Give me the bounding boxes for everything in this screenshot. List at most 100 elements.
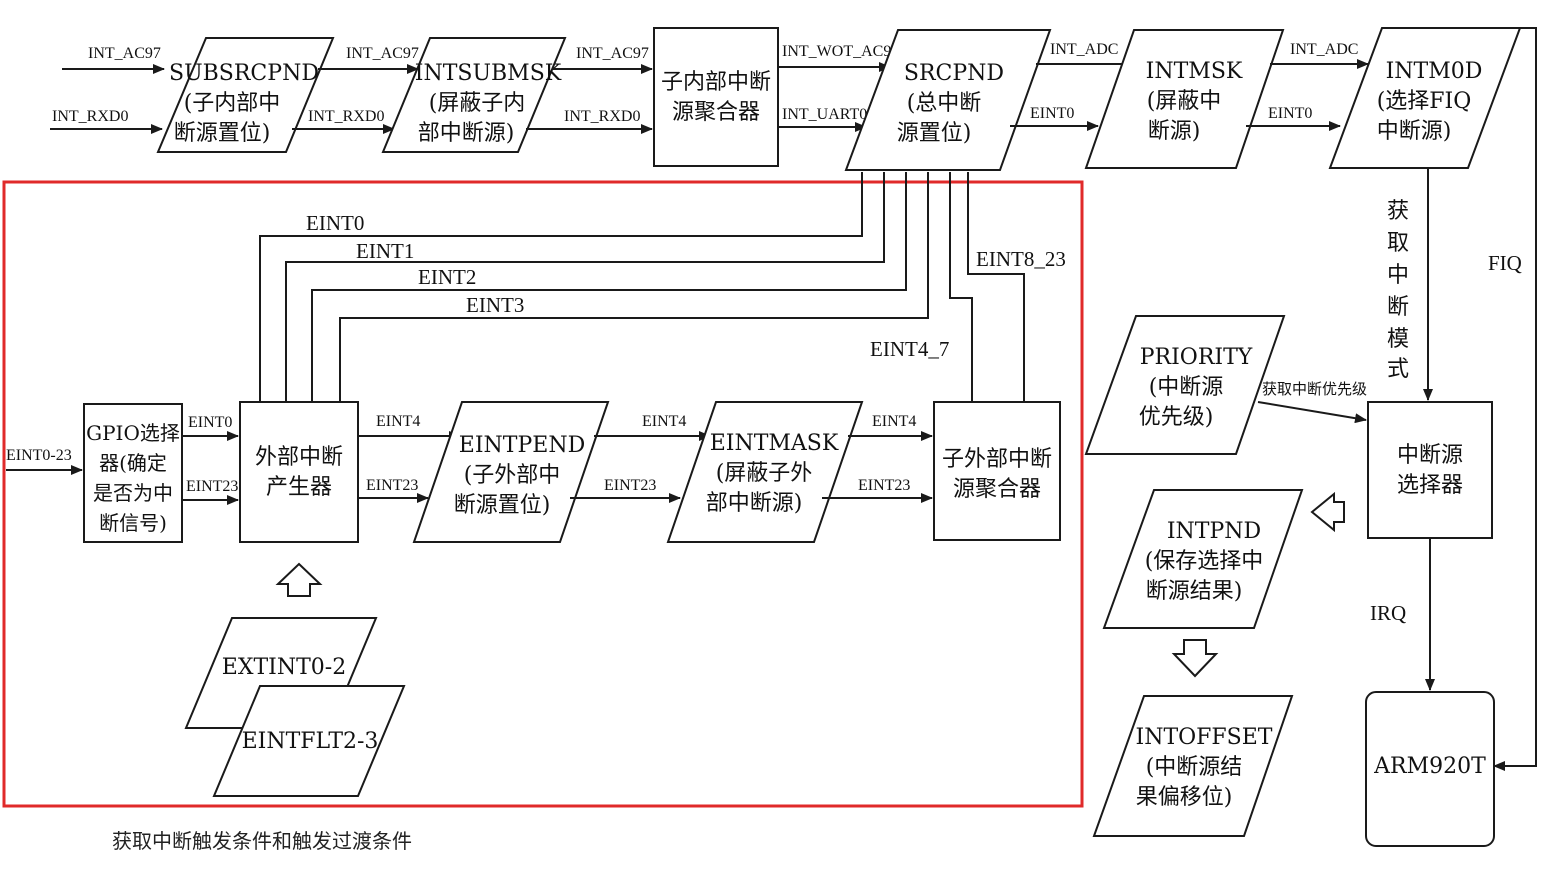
msk-adc-label: INT_ADC [1290,41,1358,58]
sub-rxd0-label: INT_RXD0 [308,108,384,125]
eintflt-box [212,685,406,797]
intsubmsk-desc-2: 部中断源) [418,121,515,146]
intmod-desc-1: (选择FIQ [1377,89,1472,114]
eintmask-desc-1: (屏蔽子外 [716,461,813,486]
intsubmsk-desc-1: (屏蔽子内 [429,91,526,116]
intpnd-desc-2: 断源结果) [1146,579,1243,604]
eint2-feed-label: EINT2 [418,265,476,289]
gpio-selector-box [83,403,183,543]
get-mode-char-1: 获 [1387,199,1409,224]
eintmask-desc-2: 部中断源) [706,491,803,516]
irq-label: IRQ [1370,601,1406,625]
highlight-region [2,180,1084,808]
ext-generator-line-1: 外部中断 [255,445,343,470]
subsrcpnd-desc-2: 断源置位) [174,121,271,146]
gpio-eint0-label: EINT0 [188,414,232,431]
get-mode-char-6: 式 [1387,357,1409,382]
intoffset-box [1092,695,1294,837]
intsubmsk-box [381,37,567,153]
eintpend-desc-2: 断源置位) [454,493,551,518]
sub-aggregator-line-1: 子内部中断 [661,70,771,95]
priority-name: PRIORITY [1140,345,1253,370]
subsrcpnd-desc-1: (子内部中 [184,91,281,116]
intmod-box [1328,27,1522,169]
eint4-7-feed-wire [949,172,973,402]
eint0-feed-label: EINT0 [306,211,364,235]
sub-aggregator-line-2: 源聚合器 [672,100,760,125]
agg-wdt-label: INT_WOT_AC97 [782,43,899,60]
eint1-feed-label: EINT1 [356,239,414,263]
sub-aggregator-box [653,27,779,167]
intmsk-box [1084,29,1285,169]
ext-aggregator-line-1: 子外部中断 [942,447,1052,472]
arm920t-label: ARM920T [1373,754,1486,779]
gpio-line-4: 断信号) [99,511,167,535]
msk-rxd0-label: INT_RXD0 [564,108,640,125]
gpio-line-1: GPIO选择 [86,421,180,445]
intoffset-desc-2: 果偏移位) [1136,785,1233,810]
eint8-23-feed-wire [967,172,1025,402]
eint2-feed-wire [311,172,907,402]
srcpnd-box [844,29,1052,171]
diagram-caption: 获取中断触发条件和触发过渡条件 [112,829,412,853]
eintpend-desc-1: (子外部中 [464,463,561,488]
gen-eint4-label: EINT4 [376,413,420,430]
srcpnd-name: SRCPND [904,61,1004,86]
get-priority-label: 获取中断优先级 [1262,380,1367,398]
ext-generator-box [239,401,359,543]
gpio-line-2: 器(确定 [99,451,167,475]
gpio-eint23-label: EINT23 [186,478,238,495]
intsubmsk-name: INTSUBMSK [415,61,562,86]
eint8-23-feed-label: EINT8_23 [976,247,1066,271]
mask-eint23-label: EINT23 [858,477,910,494]
int-rxd0-input-label: INT_RXD0 [52,108,128,125]
to-intpnd-hollow-arrow [1310,491,1345,533]
srcpnd-desc-2: 源置位) [897,121,972,146]
intmod-desc-2: 中断源) [1377,119,1452,144]
selector-line-1: 中断源 [1397,443,1463,468]
extint-label: EXTINT0-2 [222,655,346,680]
eint1-feed-wire [285,172,885,402]
gen-eint23-label: EINT23 [366,477,418,494]
msk-ac97-label: INT_AC97 [576,45,649,62]
to-generator-hollow-arrow [275,562,323,597]
priority-box [1084,315,1286,455]
eintpend-name: EINTPEND [459,433,585,458]
eintpend-box [412,401,610,543]
get-mode-char-5: 模 [1387,327,1409,352]
selector-line-2: 选择器 [1397,473,1463,498]
gpio-line-3: 是否为中 [93,481,173,505]
fiq-wire [1493,27,1537,771]
get-mode-char-4: 断 [1387,295,1409,320]
pend-eint23-label: EINT23 [604,477,656,494]
ext-aggregator-line-2: 源聚合器 [953,477,1041,502]
agg-uart0-label: INT_UART0 [782,106,867,123]
get-priority-wire [1257,401,1367,424]
eintmask-box [666,401,864,543]
intmsk-desc-1: (屏蔽中 [1147,89,1222,114]
get-mode-char-2: 取 [1387,231,1409,256]
mask-eint4-label: EINT4 [872,413,916,430]
intoffset-name: INTOFFSET [1136,725,1273,750]
subsrcpnd-box [156,37,335,153]
intpnd-desc-1: (保存选择中 [1145,549,1264,574]
src-eint0-label: EINT0 [1030,105,1074,122]
priority-desc-2: 优先级) [1139,405,1214,430]
intmsk-name: INTMSK [1146,59,1243,84]
ext-generator-line-2: 产生器 [266,475,332,500]
to-intoffset-hollow-arrow [1171,639,1219,678]
intoffset-desc-1: (中断源结 [1146,755,1243,780]
intmod-name: INTM0D [1386,59,1483,84]
selector-box [1367,401,1493,539]
intpnd-box [1102,489,1304,629]
eint3-feed-wire [339,172,929,402]
arm920t-box [1365,691,1495,847]
sub-ac97-label: INT_AC97 [346,45,419,62]
eint3-feed-label: EINT3 [466,293,524,317]
srcpnd-desc-1: (总中断 [907,91,982,116]
eintmask-name: EINTMASK [710,431,839,456]
eint4-7-feed-label: EINT4_7 [870,337,949,361]
int-ac97-input-label: INT_AC97 [88,45,161,62]
eint0-23-input-label: EINT0-23 [6,447,72,464]
intpnd-name: INTPND [1167,519,1261,544]
